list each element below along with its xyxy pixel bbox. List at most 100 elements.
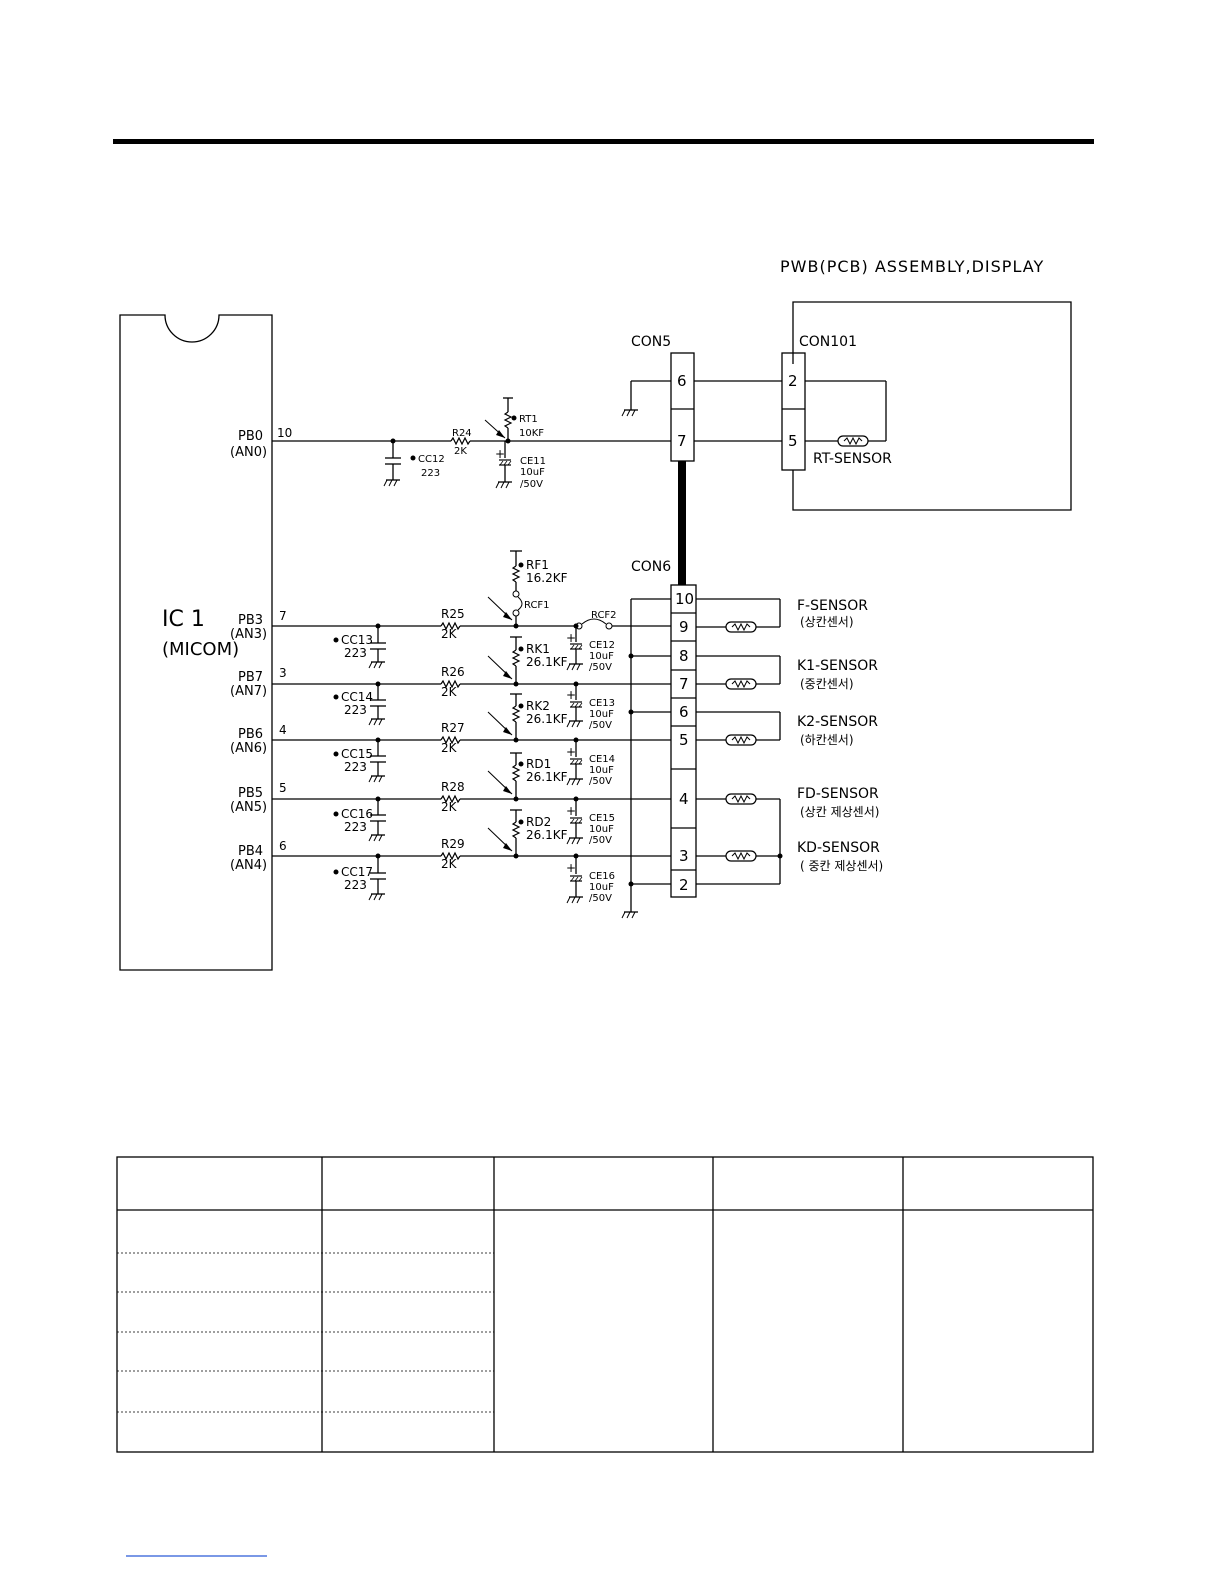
elcap-voltage: /50V: [520, 479, 543, 490]
cap-label: CC12: [418, 454, 445, 465]
elcap-voltage: /50V: [589, 835, 612, 846]
pin-number: 4: [279, 723, 287, 737]
con6-pin: 2: [679, 876, 689, 894]
resistor-value: 2K: [441, 627, 458, 641]
elcap-voltage: /50V: [589, 662, 612, 673]
pullup-label: RD1: [526, 757, 551, 771]
ic1-block: IC 1 (MICOM): [119, 314, 273, 971]
cap-value: 223: [421, 468, 440, 479]
sensor-name: F-SENSOR: [797, 598, 868, 614]
elcap-value: 10uF: [589, 765, 614, 776]
wire-harness: [678, 461, 686, 585]
sensor-korean: (상칸센서): [800, 615, 854, 629]
con6-connector: CON6 10 9 8 7 6 5 4 3 2: [621, 559, 697, 919]
pin-an: (AN0): [230, 445, 267, 460]
cap-value: 223: [344, 760, 367, 774]
pullup-label: RD2: [526, 815, 551, 829]
pin-port: PB5: [238, 786, 263, 801]
sensor-labels: F-SENSOR (상칸센서) K1-SENSOR (중칸센서) K2-SENS…: [797, 598, 883, 873]
cap-value: 223: [344, 703, 367, 717]
con5-label: CON5: [631, 334, 671, 350]
elcap-voltage: /50V: [589, 720, 612, 731]
cap-value: 223: [344, 820, 367, 834]
ic-pin-labels: PB0 (AN0) 10 PB3 (AN3) 7 PB7 (AN7) 3 PB6…: [230, 426, 292, 873]
con6-pin: 4: [679, 790, 689, 808]
pin-number: 3: [279, 666, 287, 680]
con101-pin: 5: [788, 432, 798, 450]
header-rule: [113, 139, 1094, 144]
ic1-sub: (MICOM): [162, 639, 239, 660]
row-pb4-circuit: CC17 223 R29 2K RD2 26.1KF + CE16 10uF /…: [272, 809, 671, 904]
con6-pin: 3: [679, 847, 689, 865]
resistor-value: 2K: [441, 741, 458, 755]
elcap-value: 10uF: [589, 651, 614, 662]
con101-pin: 2: [788, 372, 798, 390]
resistor-value: 2K: [441, 857, 458, 871]
row-pb5-circuit: CC16 223 R28 2K RD1 26.1KF + CE15 10uF /…: [272, 752, 671, 846]
cap-value: 223: [344, 878, 367, 892]
cap-value: 223: [344, 646, 367, 660]
sensor-korean: ( 중칸 제상센서): [800, 859, 883, 873]
resistor-label: R25: [441, 607, 465, 621]
display-pcb-box: CON101 2 5 RT-SENSOR: [694, 301, 1072, 511]
con6-pin: 9: [679, 618, 689, 636]
elcap-label: CE13: [589, 698, 615, 709]
resistor-label: R26: [441, 665, 465, 679]
sensor-name: K1-SENSOR: [797, 658, 878, 674]
sensor-name: KD-SENSOR: [797, 840, 880, 856]
resistor-label: R27: [441, 721, 465, 735]
pullup-label: RK1: [526, 642, 550, 656]
sensor-korean: (중칸센서): [800, 677, 854, 691]
con6-pin: 10: [675, 590, 694, 608]
cap-label: CC17: [341, 865, 373, 879]
resistor-value: 2K: [441, 800, 458, 814]
elcap-value: 10uF: [589, 882, 614, 893]
con6-pin: 6: [679, 703, 689, 721]
pin-an: (AN7): [230, 684, 267, 699]
con6-pin: 8: [679, 647, 689, 665]
pin-number: 7: [279, 609, 287, 623]
pullup-value: 26.1KF: [526, 828, 568, 842]
sensor-korean: (상칸 제상센서): [800, 805, 879, 819]
resistor-label: R28: [441, 780, 465, 794]
rt-sensor-label: RT-SENSOR: [813, 451, 892, 467]
pin-number: 5: [279, 781, 287, 795]
con6-pin: 5: [679, 731, 689, 749]
row-pb0-circuit: CC12 223 R24 2K RT1 10KF + CE11 10uF /50…: [272, 397, 671, 490]
pullup-value: 26.1KF: [526, 712, 568, 726]
pin-number: 10: [277, 426, 292, 440]
resistor-value: 2K: [441, 685, 458, 699]
pullup-label: RT1: [519, 414, 538, 425]
pin-an: (AN6): [230, 741, 267, 756]
pullup-value: 10KF: [519, 428, 544, 439]
resistor-label: R24: [452, 428, 472, 439]
cap-label: CC16: [341, 807, 373, 821]
ic1-name: IC 1: [162, 607, 205, 632]
pin-port: PB3: [238, 613, 263, 628]
cap-label: CC13: [341, 633, 373, 647]
row-pb6-circuit: CC15 223 R27 2K RK2 26.1KF + CE14 10uF /…: [272, 693, 671, 787]
elcap-value: 10uF: [589, 824, 614, 835]
resistor-label: R29: [441, 837, 465, 851]
con5-pin: 7: [677, 432, 687, 450]
pin-an: (AN3): [230, 627, 267, 642]
elcap-voltage: /50V: [589, 893, 612, 904]
cap-label: CC14: [341, 690, 373, 704]
elcap-plus: +: [566, 688, 576, 702]
sensor-name: K2-SENSOR: [797, 714, 878, 730]
row-pb3-circuit: RCF2 CC13 223 R25 2K RF1 16.2KF RCF1 +: [272, 550, 671, 673]
header-title: PWB(PCB) ASSEMBLY,DISPLAY: [780, 257, 1044, 276]
pin-port: PB6: [238, 727, 263, 742]
pin-an: (AN5): [230, 800, 267, 815]
pullup-label: RF1: [526, 558, 549, 572]
sensor-name: FD-SENSOR: [797, 786, 879, 802]
elcap-plus: +: [566, 745, 576, 759]
elcap-plus: +: [566, 804, 576, 818]
rcf1-label: RCF1: [524, 600, 550, 611]
pullup-value: 16.2KF: [526, 571, 568, 585]
sensor-korean: (하칸센서): [800, 733, 854, 747]
con6-label: CON6: [631, 559, 671, 575]
rcf2-label: RCF2: [591, 610, 617, 621]
cap-label: CC15: [341, 747, 373, 761]
